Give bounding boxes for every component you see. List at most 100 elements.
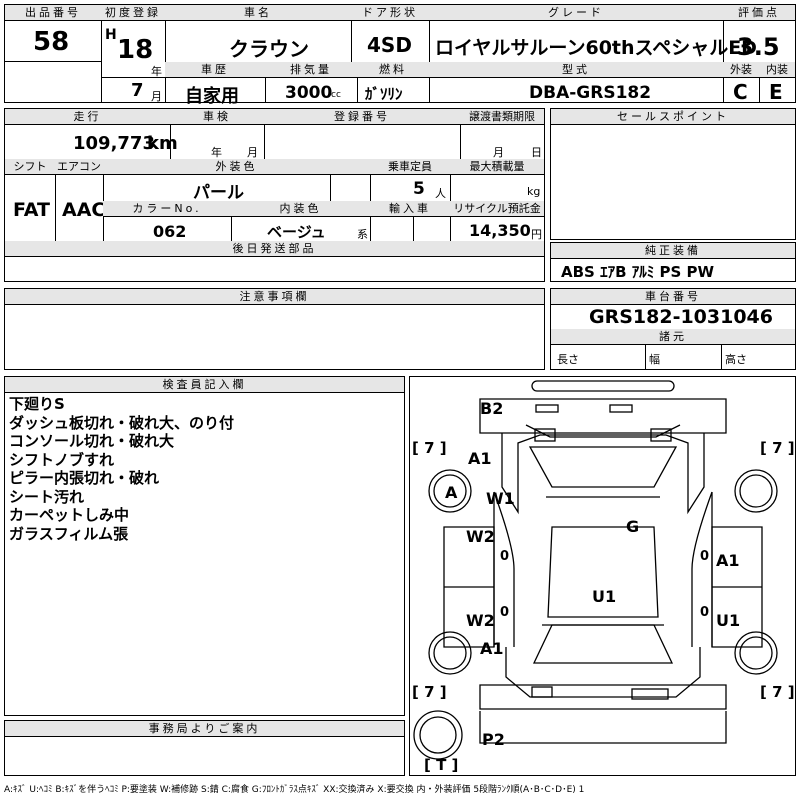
door-type: 4SD [367,33,412,57]
note-line: ダッシュ板切れ・破れ大、のり付 [9,413,235,432]
era: H [105,27,117,43]
ac-label: エアコン [55,159,103,175]
exterior-grade: C [733,80,748,104]
capacity-unit: 人 [435,187,446,200]
height-label: 高さ [725,353,747,366]
capacity: 5 [413,179,425,199]
damage-mark: A1 [716,551,740,570]
damage-mark: A1 [468,449,492,468]
model-label: 型式 [429,62,723,78]
damage-mark: W1 [486,489,515,508]
mileage-label: 走行 [5,109,170,125]
chassis-number: GRS182-1031046 [589,306,773,328]
car-diagram-drawing [413,380,778,760]
office-label: 事務局よりご案内 [5,721,404,737]
max-load-label: 最大積載量 [450,159,544,175]
damage-mark: 0 [500,605,510,620]
legend: A:ｷｽﾞ U:ﾍｺﾐ B:ｷｽﾞを伴うﾍｺﾐ P:要塗装 W:補修跡 S:錆 … [4,785,585,795]
max-load-unit: kg [527,185,541,198]
first-registration-label: 初度登録 [101,5,165,21]
year-unit: 年 [151,65,162,78]
length-label: 長さ [557,353,579,366]
damage-mark: A1 [480,639,504,658]
inspection-label: 車検 [170,109,264,125]
grade-label: グレード [429,5,723,21]
interior-color-label: 内装色 [231,201,370,217]
tire-rear-left: [ 7 ] [412,683,447,701]
transfer-deadline-label: 譲渡書類期限 [460,109,544,125]
door-label: ドア形状 [351,5,429,21]
chassis-number-label: 車台番号 [551,289,795,305]
note-line: 下廻りS [9,395,65,413]
displacement: 3000 [285,83,333,103]
recycle-unit: 円 [531,228,542,241]
specs-label: 諸元 [551,329,795,345]
import-label: 輸入車 [370,201,450,217]
model-code: DBA-GRS182 [529,83,652,103]
caution-label: 注意事項欄 [5,289,544,305]
ac: AAC [62,199,106,221]
office-section: 事務局よりご案内 [4,720,405,776]
score-label: 評価点 [723,5,795,21]
header-section: 出品番号 58 初度登録 H 18 年 7 月 車名 クラウン ドア形状 4SD… [4,4,796,107]
inspection-month-unit: 月 [247,146,258,159]
car-name: クラウン [229,37,309,61]
equipment-section: 純正装備 ABS ｴｱB ｱﾙﾐ PS PW [550,242,796,282]
inspector-label: 検査員記入欄 [5,377,404,393]
damage-mark: 0 [500,549,510,564]
note-line: シート汚れ [9,487,85,506]
inspection-year-unit: 年 [211,146,222,159]
damage-mark: A [445,483,458,502]
registration-number-label: 登録番号 [264,109,460,125]
tire-front-left: [ 7 ] [412,439,447,457]
damage-mark: 0 [700,605,710,620]
damage-mark: U1 [716,611,741,630]
chassis-section: 車台番号 GRS182-1031046 諸元 長さ 幅 高さ [550,288,796,370]
displacement-label: 排気量 [265,62,357,78]
exterior-grade-label: 外装 [723,62,759,78]
caution-section: 注意事項欄 [4,288,545,370]
month-unit: 月 [151,90,162,103]
interior-color: ベージュ [267,223,326,241]
displacement-unit: cc [331,90,341,100]
recycle-deposit: 14,350 [469,221,531,240]
exterior-color: パール [193,183,244,203]
lot-number-label: 出品番号 [5,5,101,21]
interior-color-suffix: 系 [357,228,368,241]
equipment-label: 純正装備 [551,243,795,259]
note-line: ガラスフィルム張 [9,524,129,543]
note-line: ピラー内張切れ・破れ [9,469,160,487]
vehicle-details: 走行 109,773 km 車検 年 月 登録番号 譲渡書類期限 月 日 シフト… [4,108,545,282]
color-number: 062 [153,222,187,241]
damage-mark: W2 [466,527,495,546]
tire-front-right: [ 7 ] [760,439,795,457]
inspector-section: 検査員記入欄 下廻りS ダッシュ板切れ・破れ大、のり付 コンソール切れ・破れ大 … [4,376,405,716]
tire-spare: [ T ] [424,756,459,774]
recycle-deposit-label: リサイクル預託金 [450,201,544,217]
note-line: カーペットしみ中 [9,506,130,524]
car-name-label: 車名 [165,5,351,21]
mileage: 109,773 [73,133,155,154]
damage-mark: 0 [700,549,710,564]
tire-rear-right: [ 7 ] [760,683,795,701]
score: 3.5 [737,33,780,61]
width-label: 幅 [649,353,660,366]
history: 自家用 [185,86,239,107]
shift: FAT [13,199,50,221]
interior-grade-label: 内装 [759,62,795,78]
fuel: ｶﾞｿﾘﾝ [365,85,403,103]
color-number-label: カラーNo. [103,201,231,217]
mileage-unit: km [147,133,178,154]
later-parts-label: 後日発送部品 [5,241,544,257]
interior-grade: E [769,80,783,104]
inspector-notes: 下廻りS ダッシュ板切れ・破れ大、のり付 コンソール切れ・破れ大 シフトノブすれ… [9,395,234,543]
transfer-day-unit: 日 [531,146,542,159]
exterior-color-label: 外装色 [103,159,370,175]
lot-number: 58 [33,27,70,57]
damage-mark: G [626,517,640,536]
note-line: シフトノブすれ [9,450,115,469]
history-label: 車歴 [165,62,265,78]
damage-mark: B2 [480,399,504,418]
sales-point-label: セールスポイント [551,109,795,125]
damage-mark: W2 [466,611,495,630]
